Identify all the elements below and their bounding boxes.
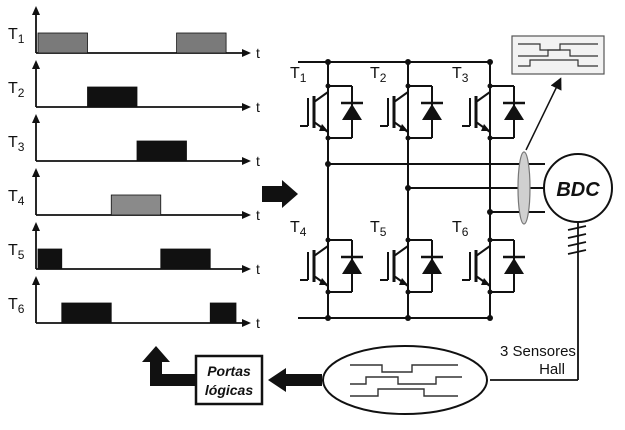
timing-label-4: T4	[8, 188, 25, 208]
transistor-label-6: T6	[452, 219, 469, 239]
pulse-1-2	[176, 32, 227, 54]
timing-label-2: T2	[8, 80, 25, 100]
pulse-1-1	[37, 32, 88, 54]
logic-gates-box: Portas lógicas	[194, 354, 264, 406]
logic-label-1: Portas	[207, 363, 251, 379]
bdc-motor: BDC	[543, 153, 613, 223]
junction-dots	[325, 59, 493, 321]
pulse-6-1	[61, 302, 112, 324]
timing-label-1: T1	[8, 26, 25, 46]
pulse-5-2	[160, 248, 211, 270]
timing-row-2: t T2	[8, 60, 260, 115]
timing-row-6: t T6	[8, 276, 260, 331]
time-axis-label: t	[256, 261, 260, 277]
time-axis-label: t	[256, 207, 260, 223]
igbt-switch-4: T4	[290, 219, 363, 296]
flow-arrow-return-bar	[150, 374, 196, 386]
flow-arrow-right	[262, 180, 298, 208]
diode-5	[422, 258, 442, 274]
igbt-switch-6: T6	[452, 219, 525, 296]
diode-6	[504, 258, 524, 274]
flow-arrow-left	[268, 368, 322, 392]
transistor-label-3: T3	[452, 65, 469, 85]
hall-sensor-label-2: Hall	[539, 361, 565, 378]
timing-label-6: T6	[8, 296, 25, 316]
igbt-switch-3: T3	[452, 65, 525, 142]
time-axis-label: t	[256, 153, 260, 169]
diode-1	[342, 104, 362, 120]
pulse-3-1	[136, 140, 187, 162]
time-axis-label: t	[256, 45, 260, 61]
time-axis-label: t	[256, 99, 260, 115]
time-axis-label: t	[256, 315, 260, 331]
pulse-6-2	[209, 302, 237, 324]
hall-cable	[490, 222, 587, 381]
igbt-switch-5: T5	[370, 219, 443, 296]
timing-row-3: t T3	[8, 114, 260, 169]
diode-2	[422, 104, 442, 120]
diode-3	[504, 104, 524, 120]
sensor-pickup-ellipse	[517, 151, 531, 225]
diode-4	[342, 258, 362, 274]
pulse-2-1	[87, 86, 138, 108]
timing-row-4: t T4	[8, 168, 260, 223]
timing-row-1: t T1	[8, 6, 260, 61]
sensor-to-scope-arrow	[525, 77, 562, 151]
transistor-label-4: T4	[290, 219, 307, 239]
transistor-label-2: T2	[370, 65, 387, 85]
timing-label-5: T5	[8, 242, 25, 262]
timing-row-5: t T5	[8, 222, 260, 277]
motor-label: BDC	[556, 179, 600, 201]
timing-label-3: T3	[8, 134, 25, 154]
igbt-switch-2: T2	[370, 65, 443, 142]
phase-waveform-inset	[511, 35, 605, 75]
logic-label-2: lógicas	[205, 382, 253, 398]
hall-signals-ellipse	[322, 345, 488, 415]
hall-sensor-label-1: 3 Sensores	[500, 343, 576, 360]
pulse-4-1	[110, 194, 162, 216]
transistor-label-1: T1	[290, 65, 307, 85]
pulse-5-1	[37, 248, 63, 270]
igbt-switch-1: T1	[290, 65, 363, 142]
transistor-label-5: T5	[370, 219, 387, 239]
